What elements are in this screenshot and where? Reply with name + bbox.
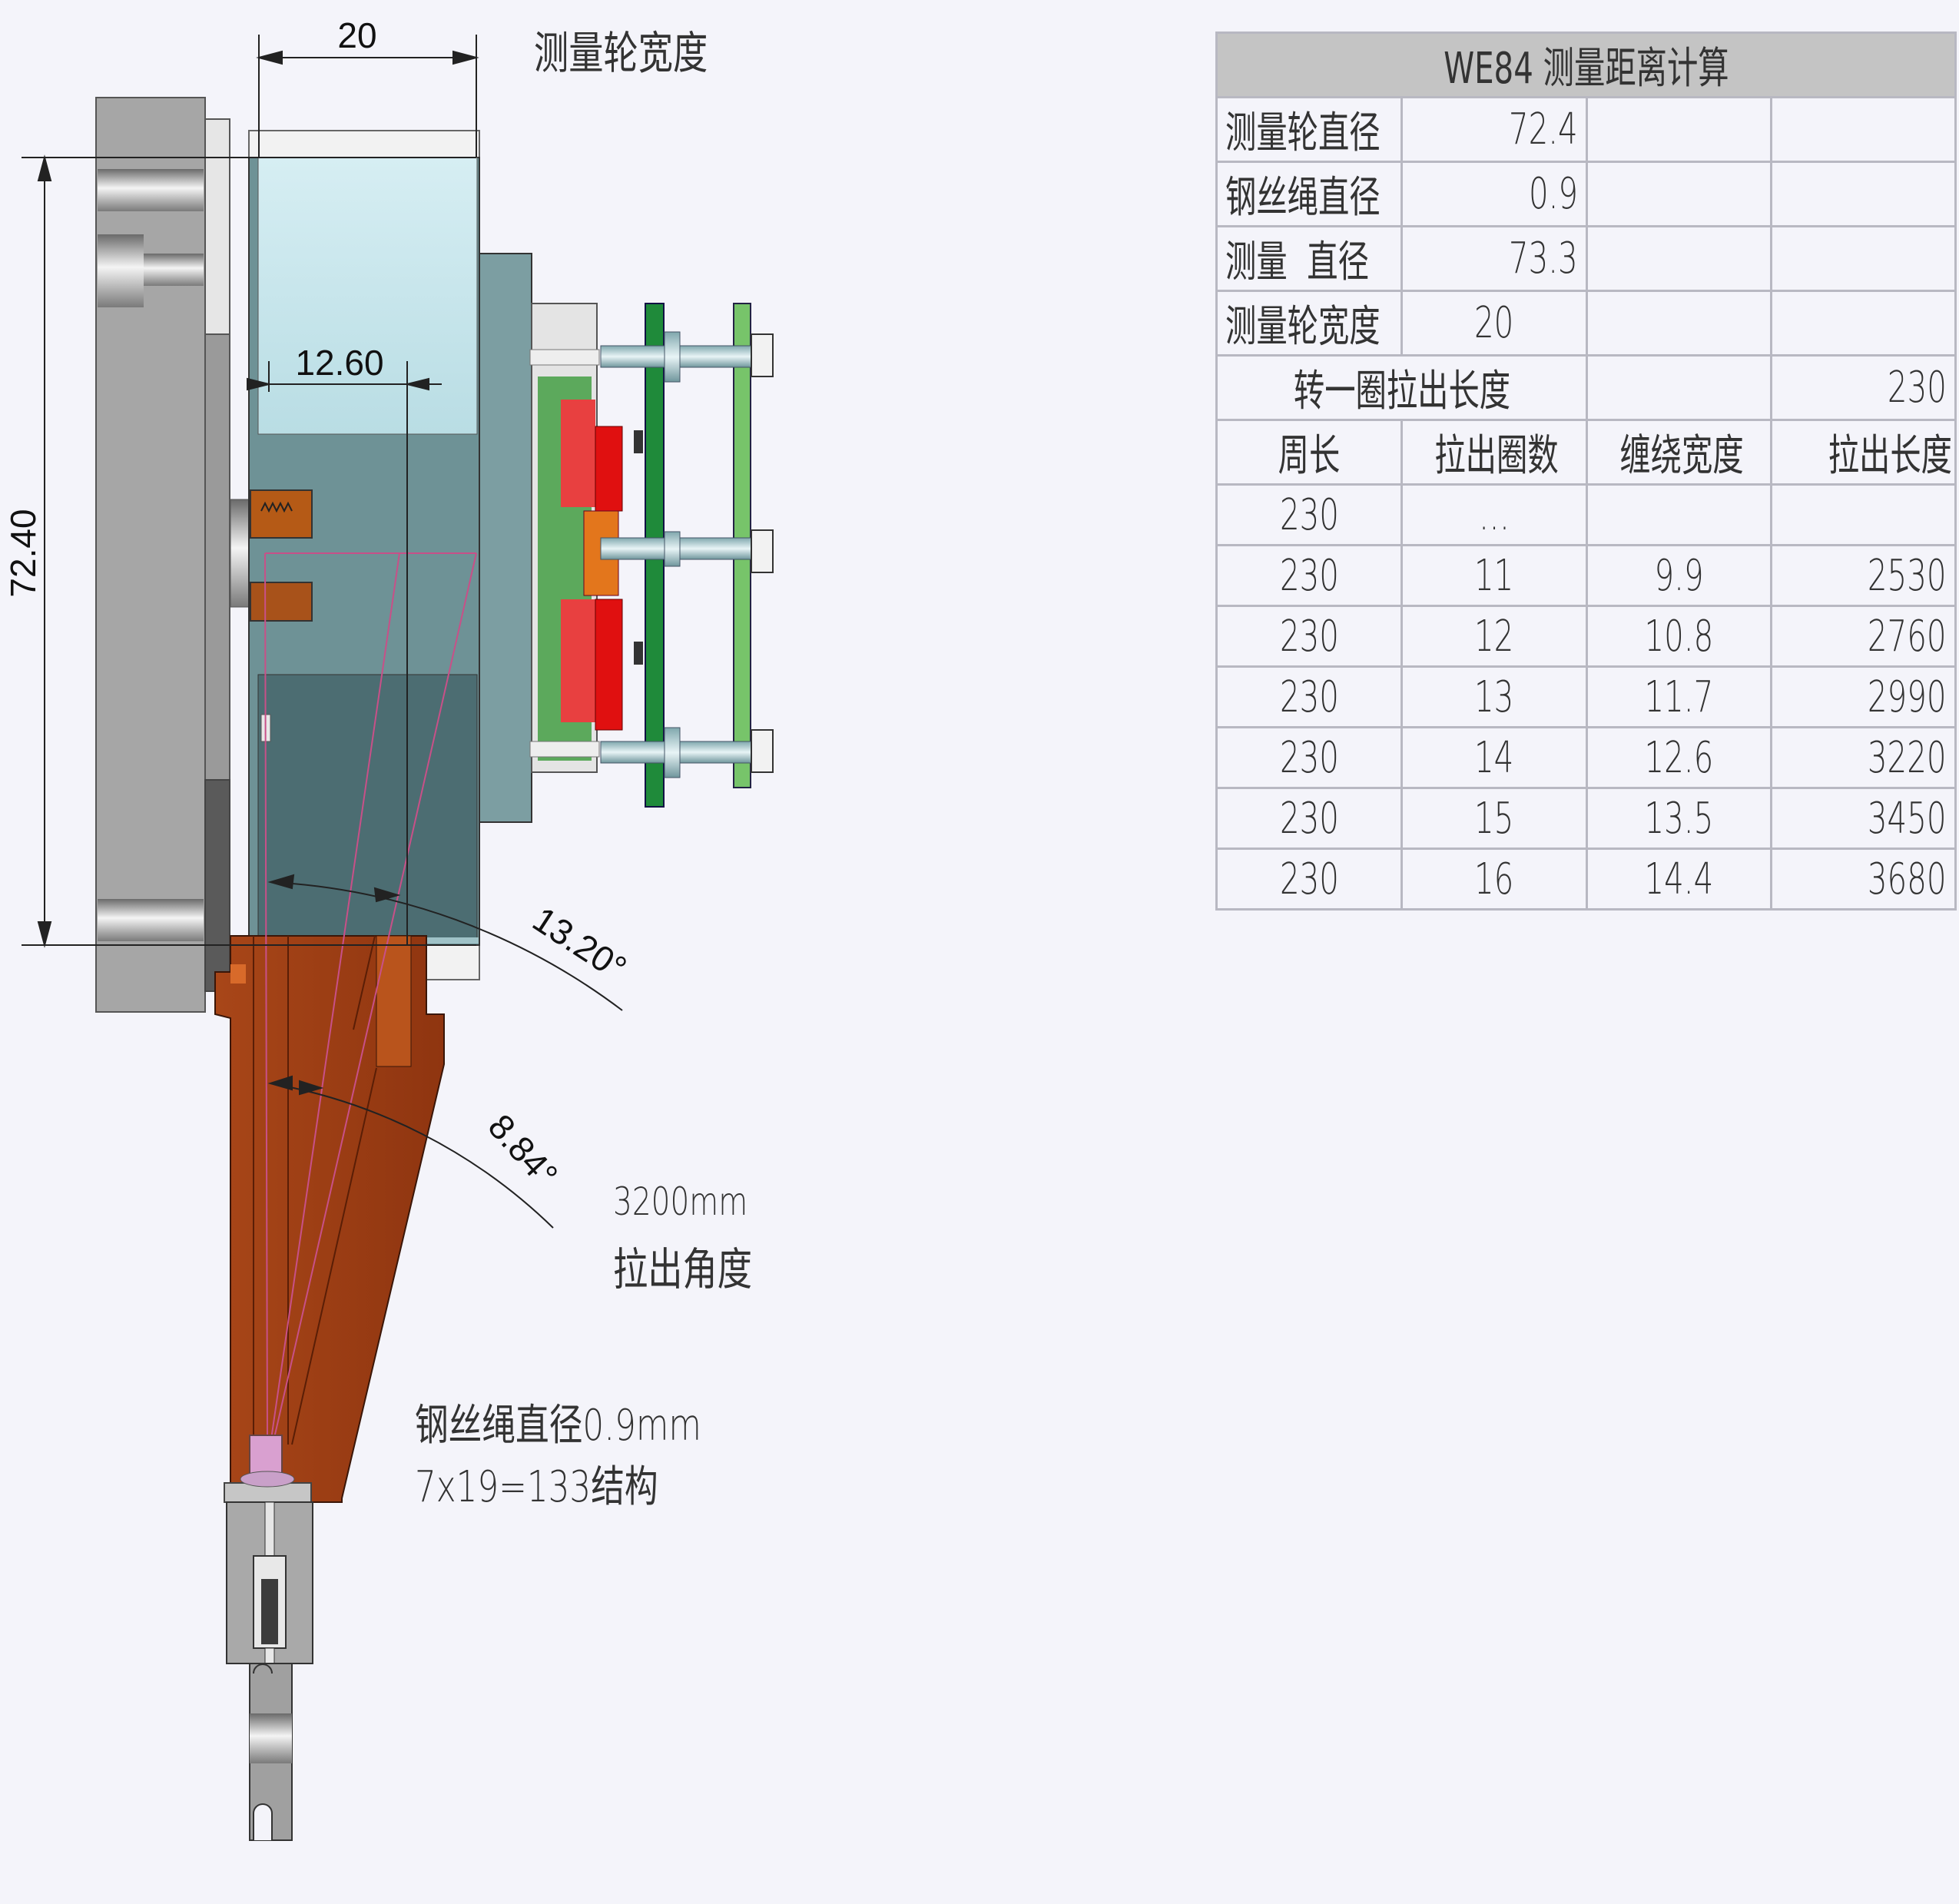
table-row: 测量轮宽度 20 — [1215, 290, 1957, 357]
table-cell: 12 — [1400, 605, 1588, 668]
rope-connector — [224, 1435, 313, 1841]
table-row: 230 15 13.5 3450 — [1215, 787, 1957, 850]
row-value: 72.4 — [1400, 96, 1588, 163]
rope-structure-note: 7x19=133结构 — [415, 1462, 658, 1512]
table-cell: 14 — [1400, 726, 1588, 789]
row-label: 测量轮直径 — [1215, 96, 1403, 163]
table-cell: 2990 — [1770, 665, 1957, 728]
table-cell: 230 — [1215, 848, 1403, 911]
table-cell: 3450 — [1770, 787, 1957, 850]
table-row: 230 … — [1215, 483, 1957, 546]
table-cell: 3680 — [1770, 848, 1957, 911]
table-cell: 14.4 — [1586, 848, 1772, 911]
table-row: 230 14 12.6 3220 — [1215, 726, 1957, 789]
table-row: 230 11 9.9 2530 — [1215, 544, 1957, 607]
table-header-row: 周长 拉出圈数 缠绕宽度 拉出长度 — [1215, 419, 1957, 486]
row-value: 20 — [1400, 290, 1588, 357]
table-row: 测量轮直径 72.4 — [1215, 96, 1957, 163]
table-cell: 13 — [1400, 665, 1588, 728]
dimension-lines — [22, 35, 623, 1229]
rope-diameter-note: 钢丝绳直径0.9mm — [415, 1401, 701, 1451]
rope-path-lines — [264, 552, 477, 1445]
table-cell: 15 — [1400, 787, 1588, 850]
table-row: 230 16 14.4 3680 — [1215, 848, 1957, 911]
table-row: 转一圈拉出长度 230 — [1215, 354, 1957, 421]
dim-angle-upper: 13.20° — [526, 899, 634, 988]
table-cell: 2530 — [1770, 544, 1957, 607]
column-header: 缠绕宽度 — [1586, 419, 1772, 486]
table-cell: 230 — [1215, 483, 1403, 546]
table-cell: 12.6 — [1586, 726, 1772, 789]
dim-wheel-width: 20 — [337, 15, 376, 55]
housing-plate — [95, 97, 250, 1013]
column-header: 周长 — [1215, 419, 1403, 486]
table-cell: 230 — [1215, 787, 1403, 850]
dim-wheel-diameter: 72.40 — [3, 509, 43, 597]
pull-angle-label: 拉出角度 — [613, 1243, 752, 1295]
table-row: 钢丝绳直径 0.9 — [1215, 161, 1957, 227]
technical-drawing: 20 72.40 12.60 13.20° 8.84° — [3, 15, 774, 1841]
table-row: 测量 直径 73.3 — [1215, 225, 1957, 292]
column-header: 拉出圈数 — [1400, 419, 1588, 486]
table-cell — [1770, 483, 1957, 546]
row-value: 73.3 — [1400, 225, 1588, 292]
measuring-wheel — [248, 130, 598, 980]
rope-outlet — [214, 935, 445, 1503]
table-cell: 230 — [1215, 726, 1403, 789]
table-title-row: WE84 测量距离计算 — [1215, 32, 1957, 98]
dim-winding-width: 12.60 — [295, 343, 383, 383]
pull-length-label: 3200mm — [613, 1179, 748, 1224]
row-label: 测量 直径 — [1215, 225, 1403, 292]
row-label: 测量轮宽度 — [1215, 290, 1403, 357]
table-cell: 9.9 — [1586, 544, 1772, 607]
table-cell: 230 — [1215, 665, 1403, 728]
table-row: 230 13 11.7 2990 — [1215, 665, 1957, 728]
row-value: 0.9 — [1400, 161, 1588, 227]
table-cell: 11 — [1400, 544, 1588, 607]
table-cell: 16 — [1400, 848, 1588, 911]
row-label: 钢丝绳直径 — [1215, 161, 1403, 227]
column-header: 拉出长度 — [1770, 419, 1957, 486]
table-cell: 11.7 — [1586, 665, 1772, 728]
distance-calculation-table: WE84 测量距离计算 测量轮直径 72.4 钢丝绳直径 0.9 测量 直径 7… — [1215, 32, 1957, 911]
encoder-assembly — [529, 303, 774, 808]
table-cell: 10.8 — [1586, 605, 1772, 668]
table-cell: 13.5 — [1586, 787, 1772, 850]
table-cell — [1586, 483, 1772, 546]
table-cell: 2760 — [1770, 605, 1957, 668]
wheel-width-label: 测量轮宽度 — [534, 27, 708, 79]
table-cell: 3220 — [1770, 726, 1957, 789]
table-cell: 230 — [1215, 605, 1403, 668]
table-cell: … — [1400, 483, 1588, 546]
table-title: WE84 测量距离计算 — [1215, 32, 1957, 98]
table-row: 230 12 10.8 2760 — [1215, 605, 1957, 668]
table-cell: 230 — [1215, 544, 1403, 607]
per-turn-value: 230 — [1770, 354, 1957, 421]
per-turn-label: 转一圈拉出长度 — [1215, 354, 1588, 421]
dim-angle-lower: 8.84° — [481, 1106, 566, 1195]
